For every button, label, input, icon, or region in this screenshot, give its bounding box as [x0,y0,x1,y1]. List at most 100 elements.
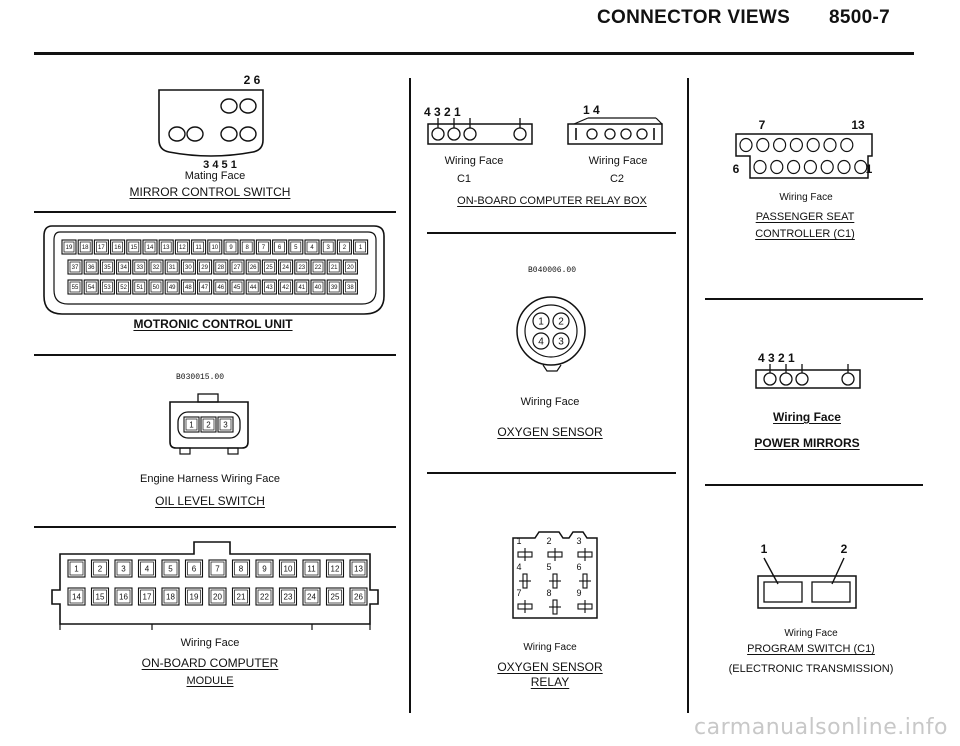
svg-text:25: 25 [331,592,340,601]
motronic-pin-22: 22 [310,259,326,275]
motronic-pin-31: 31 [164,259,180,275]
svg-text:50: 50 [153,285,160,291]
page-title: CONNECTOR VIEWS [597,7,791,28]
svg-text:14: 14 [72,592,81,601]
oxygen-sensor-pin-1: 1 [532,312,550,330]
motronic-pin-32: 32 [148,259,164,275]
svg-text:33: 33 [136,265,143,271]
obc-module-face-label: Wiring Face [180,637,240,649]
motronic-pin-48: 48 [180,279,196,295]
svg-text:29: 29 [201,265,208,271]
svg-text:13: 13 [163,245,170,251]
oxygen-relay-title-2: RELAY [530,675,570,689]
motronic-pin-25: 25 [261,259,277,275]
seat-socket [772,137,787,153]
svg-text:2: 2 [343,245,347,251]
svg-text:8: 8 [239,564,244,573]
section-rule [705,484,923,486]
motronic-title: MOTRONIC CONTROL UNIT [133,317,293,331]
svg-text:4: 4 [310,245,314,251]
svg-text:26: 26 [354,592,363,601]
motronic-pin-34: 34 [116,259,132,275]
motronic-pin-2: 2 [336,239,352,255]
motronic-pin-5: 5 [288,239,304,255]
section-rule [427,232,676,234]
obc-pin-6: 6 [184,559,204,578]
mirror-control-switch-connector [158,89,264,157]
relay-pin-8: 8 [546,588,561,615]
svg-text:18: 18 [82,245,89,251]
mirror-switch-face-label: Mating Face [184,170,246,182]
svg-text:2: 2 [546,536,551,546]
svg-text:26: 26 [250,265,257,271]
svg-text:1: 1 [538,317,544,328]
section-rule [34,211,396,213]
program-switch-pin-2: 2 [840,542,848,556]
svg-text:34: 34 [120,265,127,271]
svg-text:32: 32 [153,265,160,271]
obc-pin-22: 22 [255,587,274,606]
power-mirrors-title: POWER MIRRORS [754,436,860,450]
svg-text:1: 1 [74,564,79,573]
header-rule [34,52,914,55]
column-divider-right [687,78,689,713]
program-switch-pin-1: 1 [760,542,768,556]
oxygen-sensor-title: OXYGEN SENSOR [497,425,603,439]
oil-switch-code: B030015.00 [175,373,224,382]
motronic-pin-28: 28 [213,259,229,275]
svg-text:1: 1 [359,245,363,251]
motronic-pin-1: 1 [353,239,369,255]
obc-pin-3: 3 [114,559,133,578]
svg-text:37: 37 [72,265,79,271]
seat-socket [823,137,837,153]
motronic-pin-13: 13 [158,239,174,255]
oxygen-sensor-code: B040006.00 [527,266,576,275]
svg-text:23: 23 [284,592,293,601]
relay-box-c2-face: Wiring Face [588,155,648,167]
obc-pin-16: 16 [114,587,133,606]
svg-text:17: 17 [98,245,105,251]
svg-text:11: 11 [195,245,202,251]
obc-pin-25: 25 [325,587,345,606]
svg-text:24: 24 [282,265,289,271]
obc-pin-7: 7 [208,559,227,578]
motronic-pin-10: 10 [207,239,223,255]
oil-switch-pin-3: 3 [217,416,234,433]
svg-text:5: 5 [294,245,298,251]
motronic-pin-38: 38 [342,279,358,295]
svg-text:12: 12 [179,245,186,251]
column-divider-left [409,78,411,713]
svg-text:20: 20 [213,592,222,601]
relay-box-c1-pins: 4 3 2 1 [424,105,461,119]
svg-text:9: 9 [229,245,233,251]
motronic-pin-43: 43 [261,279,277,295]
obc-module-title-1: ON-BOARD COMPUTER [141,656,279,670]
svg-text:55: 55 [72,285,79,291]
power-mirrors-pins: 4 3 2 1 [758,351,795,365]
svg-text:9: 9 [576,588,581,598]
svg-text:36: 36 [88,265,95,271]
relay-pin-7: 7 [516,588,533,613]
section-rule [427,472,676,474]
seat-socket [753,159,767,175]
motronic-pin-52: 52 [116,279,132,295]
svg-text:46: 46 [217,285,224,291]
svg-text:4: 4 [516,562,521,572]
motronic-pin-33: 33 [132,259,148,275]
relay-pin-6: 6 [576,562,591,589]
motronic-pin-53: 53 [99,279,115,295]
svg-text:54: 54 [88,285,95,291]
svg-text:13: 13 [354,564,363,573]
section-rule [705,298,923,300]
svg-text:5: 5 [168,564,173,573]
svg-text:24: 24 [307,592,316,601]
seat-title-2: CONTROLLER (C1) [755,228,855,240]
relay-box-title: ON-BOARD COMPUTER RELAY BOX [457,195,647,207]
motronic-pin-14: 14 [142,239,158,255]
svg-text:7: 7 [262,245,266,251]
svg-text:27: 27 [234,265,241,271]
svg-text:16: 16 [119,592,128,601]
motronic-pin-21: 21 [326,259,342,275]
